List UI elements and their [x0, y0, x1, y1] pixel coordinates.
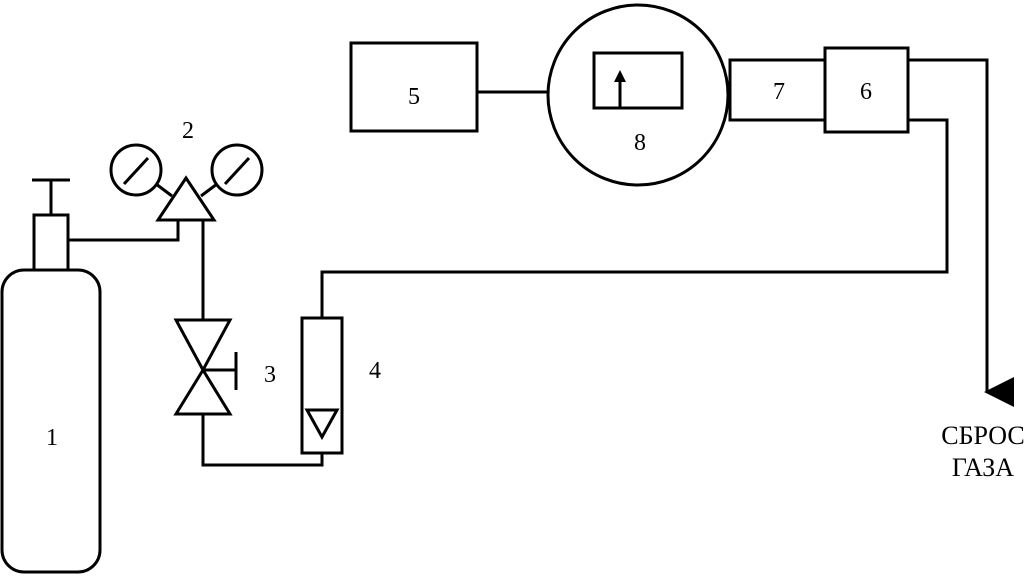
valve	[173, 318, 238, 416]
label-box6: 6	[860, 79, 872, 105]
label-box7: 7	[773, 79, 785, 105]
label-circle8: 8	[634, 130, 646, 156]
label-cylinder: 1	[46, 425, 58, 451]
rotameter	[300, 316, 344, 455]
unit-6	[823, 46, 910, 134]
gauge-left-icon	[109, 143, 163, 197]
label-box5: 5	[408, 84, 420, 110]
outlet-label-line2: ГАЗА	[952, 453, 1014, 482]
pressure-reducer	[109, 143, 264, 222]
label-rotameter: 4	[369, 358, 381, 384]
float-icon	[304, 408, 340, 441]
gas-cylinder	[0, 178, 102, 574]
unit-5	[349, 41, 479, 133]
label-valve: 3	[264, 362, 276, 388]
unit-8	[546, 3, 730, 187]
pipe-valve-rotameter	[201, 414, 324, 467]
up-arrow-icon	[614, 70, 626, 82]
outlet-label-line1: СБРОС	[941, 421, 1024, 450]
pipe-outlet	[908, 58, 1014, 407]
pipe-rotameter-box6	[320, 118, 949, 318]
gauge-right-icon	[210, 143, 264, 197]
label-reducer: 2	[182, 118, 194, 144]
pipe-cylinder-reducer	[68, 220, 180, 242]
